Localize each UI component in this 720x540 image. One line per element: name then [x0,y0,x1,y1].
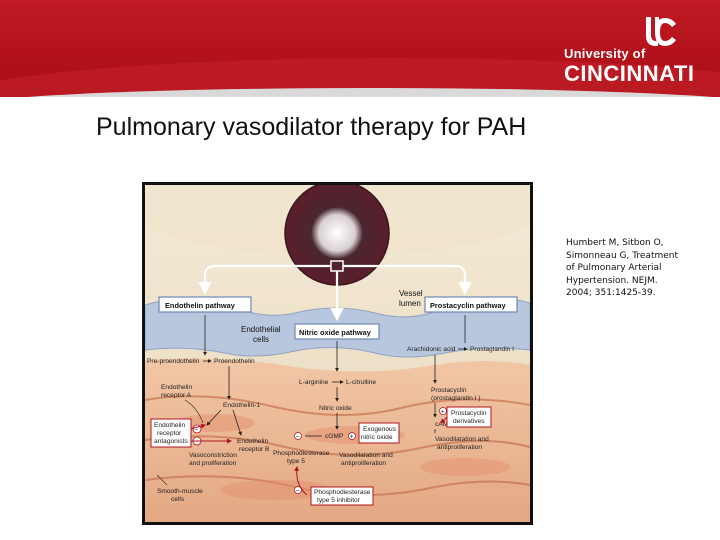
endothelin-pathway-label: Endothelin pathway [165,301,236,310]
inhibitor-label-1: Phosphodiesterase [314,489,371,496]
cgmp-plus: + [350,434,354,441]
banner-gray-arc [0,88,720,97]
arachidonic-label: Arachidonic acid [407,346,456,353]
vessel-lumen-label-2: lumen [399,299,421,308]
pde-label-2: type 5 [287,458,305,465]
smooth-muscle-label-2: cells [171,496,185,503]
exogenous-label-1: Exogenous [363,426,397,433]
receptor-a-label-1: Endothelin [161,384,192,391]
antagonist-minus-a: − [195,427,199,434]
prostacyclin-label-2: (prostaglandin I ) [431,395,480,402]
nitric-oxide-pathway-box: Nitric oxide pathway [294,323,380,340]
antagonists-label-1: Endothelin [154,422,185,429]
vessel-cross-section [285,185,389,285]
camp-label: cAMP [435,421,453,428]
cgmp-label: cGMP [325,433,344,440]
citation-line: 2004; 351:1425-39. [566,288,656,298]
pathway-figure: Endothelin pathway Nitric oxide pathway … [142,182,533,525]
university-logo: University of CINCINNATI [560,14,710,86]
citation-line: Humbert M, Sitbon O, [566,238,664,248]
endothelial-label-2: cells [253,335,269,344]
slide-title: Pulmonary vasodilator therapy for PAH [96,113,527,141]
pathway-illustration: Endothelin pathway Nitric oxide pathway … [145,185,530,522]
endothelin-pathway-box: Endothelin pathway [158,296,252,313]
pc-vasodilatation-label-1: Vasodilatation and [435,436,489,443]
derivatives-label-2: derivatives [453,418,485,425]
camp-plus: + [441,409,445,416]
receptor-b-label-2: receptor B [239,446,270,453]
nitric-oxide-pathway-label: Nitric oxide pathway [299,328,372,337]
derivatives-label-1: Prostacyclin [451,410,487,417]
antagonists-box [150,418,192,448]
citation-line: of Pulmonary Arterial [566,263,662,273]
l-arginine-label: L-arginine [299,379,329,386]
citation-line: Simonneau G, Treatment [566,250,679,261]
endothelial-label-1: Endothelial [241,325,281,334]
pre-proendothelin-label: Pre-proendothelin [147,358,200,365]
logo-cincinnati: CINCINNATI [564,61,695,86]
antagonists-label-2: receptor [157,430,182,437]
logo-university-of: University of [564,46,646,61]
pde-minus: − [296,434,300,441]
l-citrulline-label: L-citrulline [346,379,376,386]
receptor-b-label-1: Endothelin [237,438,268,445]
proendothelin-label: Proendothelin [214,358,255,365]
vasoconstriction-label-2: and proliferation [189,460,237,467]
prostacyclin-label-1: Prostacyclin [431,387,467,394]
nitric-oxide-label: Nitric oxide [319,405,352,412]
citation: Humbert M, Sitbon O, Simonneau G, Treatm… [566,237,716,300]
antagonists-label-3: antagonists [154,438,188,445]
no-vasodilatation-label-2: antiproliferation [341,460,386,467]
exogenous-no-box [358,422,400,444]
prostaglandin-label: Prostaglandin I [470,346,514,353]
smooth-muscle-label-1: Smooth-muscle [157,488,203,495]
uc-monogram-icon [646,17,676,46]
endothelin-1-label: Endothelin-1 [223,402,260,409]
inhibitor-label-2: type 5 inhibitor [317,497,361,504]
prostacyclin-pathway-label: Prostacyclin pathway [430,301,506,310]
pde-label-1: Phosphodiesterase [273,450,330,457]
header-banner: University of CINCINNATI [0,0,720,97]
citation-line: Hypertension. NEJM. [566,275,658,286]
inhibitor-minus: − [296,488,300,495]
no-vasodilatation-label-1: Vasodilatation and [339,452,393,459]
vasoconstriction-label-1: Vasoconstriction [189,452,237,459]
prostacyclin-pathway-box: Prostacyclin pathway [424,296,518,313]
antagonist-minus-b: − [195,439,199,446]
exogenous-label-2: nitric oxide [361,434,393,441]
vessel-lumen-label-1: Vessel [399,289,423,298]
pde5-inhibitor-box [310,486,374,506]
pc-vasodilatation-label-2: antiproliferation [437,444,482,451]
receptor-a-label-2: receptor A [161,392,192,399]
